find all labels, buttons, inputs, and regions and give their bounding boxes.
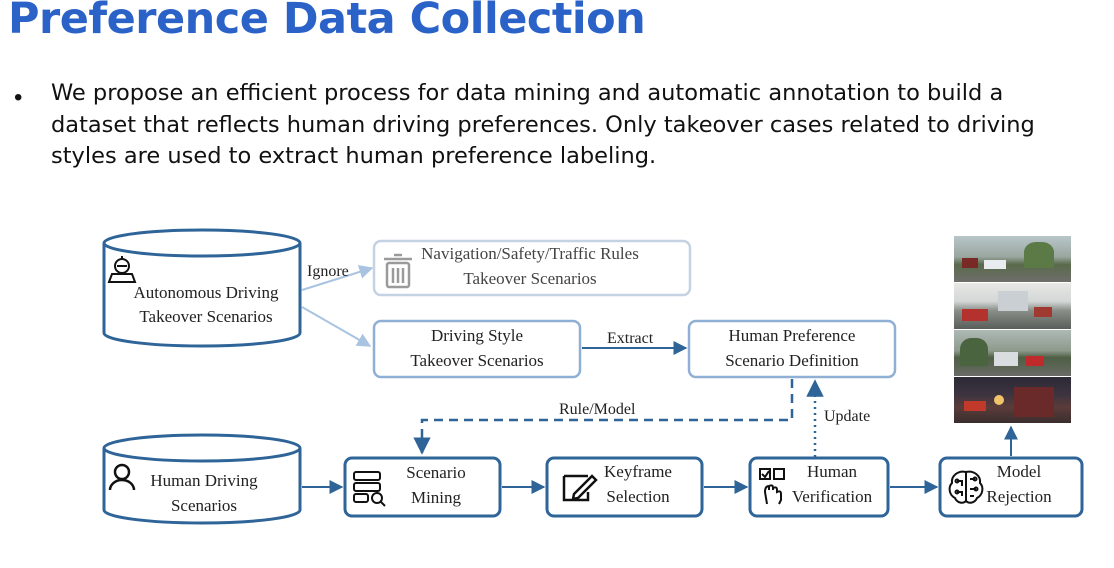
update-label: Update (824, 408, 870, 425)
bullet-marker: • (14, 84, 23, 111)
autonomous-takeover-database (102, 228, 302, 348)
human-driving-label-line2: Scenarios (171, 496, 237, 515)
human-verification-label-line1: Human (807, 462, 858, 481)
keyframe-selection-label-line2: Selection (606, 487, 670, 506)
driving-scene-image-1 (954, 236, 1071, 282)
keyframe-selection-label-line1: Keyframe (604, 462, 672, 481)
bullet-text: We propose an efficient process for data… (51, 80, 1035, 169)
keyframe-selection-box (545, 456, 704, 518)
human-preference-box (687, 319, 897, 379)
driving-scene-image-2 (954, 283, 1071, 329)
rule-model-arrow (413, 379, 794, 455)
brain-chip-icon (948, 470, 984, 504)
human-driving-label-line1: Human Driving (150, 471, 258, 490)
scenario-mining-box (343, 456, 502, 518)
nav-safety-label-line1: Navigation/Safety/Traffic Rules (421, 244, 639, 263)
robot-driver-icon (107, 256, 137, 283)
page-title: Preference Data Collection (8, 0, 646, 44)
extract-label: Extract (607, 330, 654, 347)
human-driving-database (102, 433, 302, 525)
nav-safety-box (372, 239, 692, 297)
driving-style-label-line1: Driving Style (431, 326, 523, 345)
nav-safety-label-line2: Takeover Scenarios (463, 269, 596, 288)
model-rejection-label-line1: Model (997, 462, 1042, 481)
driving-scene-image-4 (954, 377, 1071, 423)
person-icon (108, 463, 136, 491)
model-rejection-label-line2: Rejection (986, 487, 1052, 506)
style-arrow (301, 306, 372, 347)
human-preference-label-line1: Human Preference (729, 326, 856, 345)
ignore-arrow (301, 265, 374, 291)
driving-style-label-line2: Takeover Scenarios (410, 351, 543, 370)
driving-style-box (372, 319, 582, 379)
trash-icon (384, 253, 412, 289)
scenario-mining-label-line1: Scenario (406, 463, 465, 482)
human-verification-label-line2: Verification (792, 487, 873, 506)
rule-model-label: Rule/Model (559, 401, 636, 418)
scenario-mining-icon (353, 471, 386, 507)
keyframe-edit-icon (562, 474, 598, 502)
scenario-mining-label-line2: Mining (411, 488, 462, 507)
human-preference-label-line2: Scenario Definition (725, 351, 859, 370)
driving-scene-image-3 (954, 330, 1071, 376)
autonomous-label-line2: Takeover Scenarios (139, 307, 272, 326)
touch-select-icon (759, 468, 785, 505)
ignore-label: Ignore (307, 263, 349, 280)
autonomous-label-line1: Autonomous Driving (134, 283, 279, 302)
